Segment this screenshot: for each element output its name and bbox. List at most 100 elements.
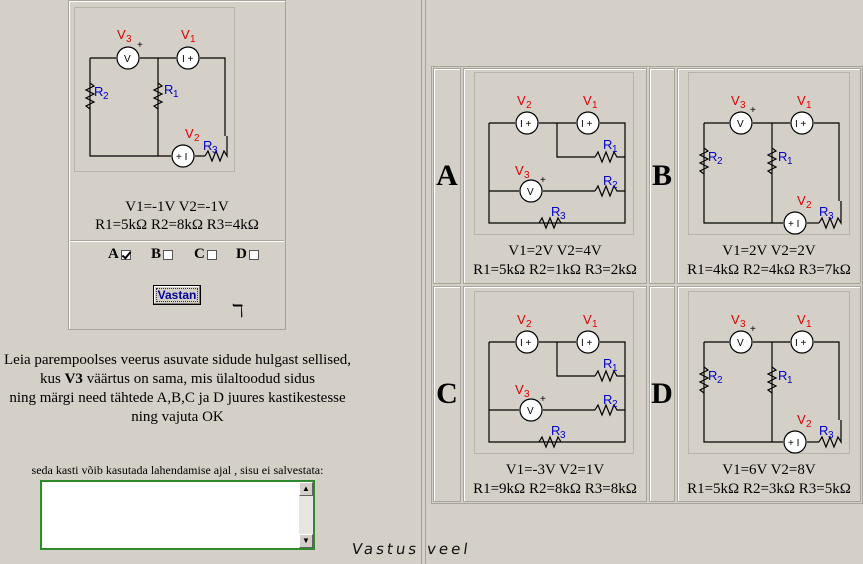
option-a-letter: A [433,68,461,284]
scroll-down-arrow-icon[interactable]: ▼ [299,534,313,548]
svg-text:V: V [797,93,806,108]
svg-text:2: 2 [526,100,532,111]
svg-text:1: 1 [612,363,618,374]
panel-divider [70,240,284,242]
svg-text:V: V [117,27,126,42]
svg-text:+ I: + I [788,219,799,230]
svg-text:2: 2 [806,419,812,430]
svg-text:+ I: + I [788,438,799,449]
scratch-scrollbar[interactable]: ▲ ▼ [299,482,313,548]
pane-separator[interactable] [421,0,426,564]
svg-text:2: 2 [103,91,109,102]
svg-text:R: R [164,82,173,97]
instruction-line-3: ning märgi need tähtede A,B,C ja D juure… [9,390,346,406]
scratch-area: ▲ ▼ [40,480,315,550]
instruction-v3-highlight: V3 [64,371,83,387]
option-d-voltages: V1=6V V2=8V [722,462,816,478]
choice-a-checkbox[interactable] [120,249,131,260]
svg-text:V: V [797,412,806,427]
svg-text:1: 1 [787,375,793,386]
submit-button[interactable]: Vastan [153,285,201,305]
svg-text:1: 1 [806,319,812,330]
choice-b-checkbox[interactable] [163,249,174,260]
svg-text:+: + [750,324,756,335]
svg-text:2: 2 [612,399,618,410]
given-voltages: V1=-1V V2=-1V [125,199,229,215]
svg-text:1: 1 [190,34,196,45]
option-c-voltages: V1=-3V V2=1V [505,462,605,478]
svg-text:R: R [819,423,828,438]
svg-text:+ I: + I [176,152,187,163]
svg-text:R: R [603,356,612,371]
svg-text:V: V [527,406,534,417]
svg-text:V: V [797,193,806,208]
choice-c[interactable]: C [194,246,217,263]
choice-d-checkbox[interactable] [248,249,259,260]
given-resistances: R1=5kΩ R2=8kΩ R3=4kΩ [95,217,259,233]
svg-text:+: + [137,40,143,51]
option-b-resistances: R1=4kΩ R2=4kΩ R3=7kΩ [687,262,851,278]
choice-c-checkbox[interactable] [206,249,217,260]
svg-text:1: 1 [612,144,618,155]
svg-text:3: 3 [740,100,746,111]
svg-text:3: 3 [828,430,834,441]
svg-text:R: R [708,368,717,383]
choice-b[interactable]: B [151,246,174,263]
svg-text:1: 1 [806,100,812,111]
choice-c-label: C [194,246,205,262]
svg-text:V: V [583,93,592,108]
choice-d[interactable]: D [236,246,259,263]
svg-text:I +: I + [520,338,532,349]
svg-text:3: 3 [740,319,746,330]
option-d-cell [677,286,861,502]
option-b-cell [677,68,861,284]
option-b-values: V1=2V V2=2V R1=4kΩ R2=4kΩ R3=7kΩ [677,242,861,280]
svg-text:+: + [750,105,756,116]
option-a-resistances: R1=5kΩ R2=1kΩ R3=2kΩ [473,262,637,278]
given-circuit-panel [68,0,286,330]
svg-text:R: R [551,423,560,438]
svg-text:V: V [515,382,524,397]
svg-text:1: 1 [592,100,598,111]
svg-text:R: R [94,84,103,99]
choice-d-label: D [236,246,247,262]
svg-text:1: 1 [592,319,598,330]
svg-text:+: + [540,394,546,405]
svg-text:1: 1 [173,89,179,100]
instruction-text: Leia parempoolses veerus asuvate sidude … [0,351,355,427]
svg-text:3: 3 [126,34,132,45]
svg-text:V: V [797,312,806,327]
option-d-values: V1=6V V2=8V R1=5kΩ R2=3kΩ R3=5kΩ [677,461,861,499]
svg-text:V: V [737,338,744,349]
option-b-letter: B [649,68,675,284]
svg-text:V: V [517,312,526,327]
svg-text:3: 3 [524,389,530,400]
svg-text:V: V [185,126,194,141]
scroll-up-arrow-icon[interactable]: ▲ [299,482,313,496]
instruction-line-2-post: väärtus on sama, mis ülaltoodud sidus [82,371,315,387]
svg-text:V: V [515,163,524,178]
scratch-textarea[interactable] [42,482,299,548]
svg-text:3: 3 [560,211,566,222]
svg-text:I +: I + [182,54,194,65]
svg-text:I +: I + [520,119,532,130]
choice-a-label: A [108,246,119,262]
svg-text:V: V [731,312,740,327]
svg-text:R: R [603,392,612,407]
option-c-cell [463,286,647,502]
svg-text:R: R [778,149,787,164]
svg-text:2: 2 [526,319,532,330]
given-values: V1=-1V V2=-1V R1=5kΩ R2=8kΩ R3=4kΩ [70,198,284,234]
svg-text:V: V [181,27,190,42]
svg-text:V: V [731,93,740,108]
handwritten-scribble: Vastus veel [350,540,472,558]
svg-text:I +: I + [581,119,593,130]
choice-a[interactable]: A [108,246,131,263]
choice-b-label: B [151,246,162,262]
instruction-line-4: ning vajuta OK [131,409,224,425]
scratch-label: seda kasti võib kasutada lahendamise aja… [31,463,324,477]
